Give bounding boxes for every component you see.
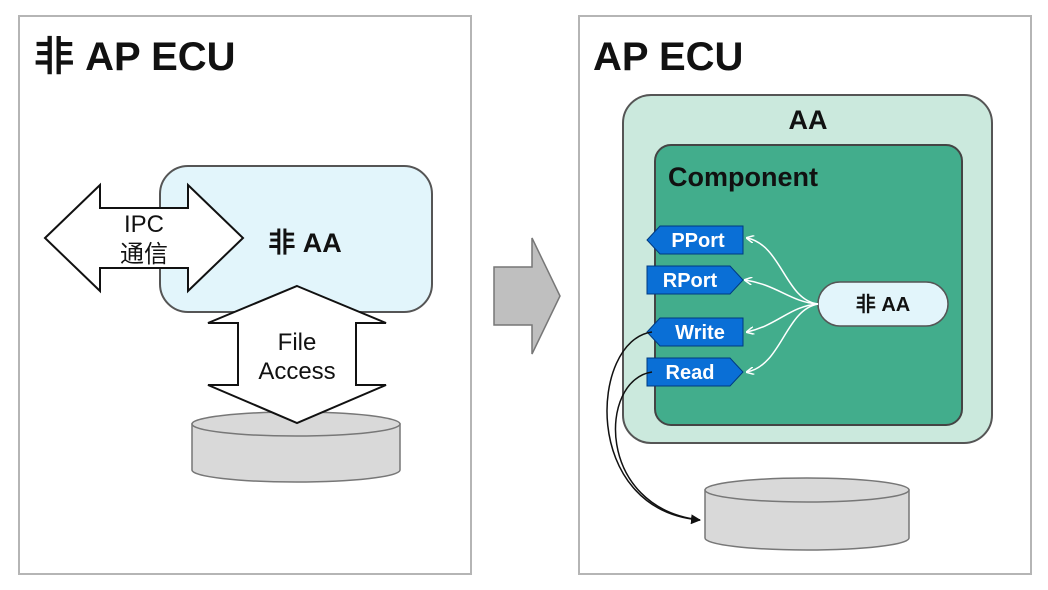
right-panel-ap-ecu: AP ECU AA Component 非 AA PPort RPort Wri… <box>578 15 1032 575</box>
non-aa-label: 非 AA <box>268 228 342 258</box>
right-panel-title: AP ECU <box>593 35 743 79</box>
connection-write <box>747 303 819 332</box>
connection-write-storage <box>606 331 701 525</box>
aa-label: AA <box>789 105 828 135</box>
connection-read <box>747 303 819 372</box>
file-access-double-arrow <box>207 284 387 425</box>
port-write: Write <box>646 317 744 347</box>
storage-cylinder-left <box>191 411 401 483</box>
port-pport: PPort <box>646 225 744 255</box>
file-access-label-line2: Access <box>258 358 335 385</box>
port-pport-label: PPort <box>671 230 725 252</box>
ipc-label-line1: IPC <box>124 211 164 238</box>
storage-cylinder-right <box>704 477 910 551</box>
non-aa-node-label: 非 AA <box>856 293 910 316</box>
connection-rport <box>745 280 819 305</box>
file-access-label-line1: File <box>278 329 317 356</box>
left-panel-non-ap-ecu: 非 AP ECU 非 AA IPC 通信 File Access <box>18 15 472 575</box>
transition-arrow <box>493 237 561 355</box>
port-rport: RPort <box>646 265 744 295</box>
port-connections <box>745 238 819 372</box>
port-rport-label: RPort <box>663 270 718 292</box>
ipc-label-line2: 通信 <box>120 241 168 268</box>
port-read: Read <box>646 357 744 387</box>
connection-read-storage <box>614 371 701 521</box>
storage-connections <box>606 331 701 525</box>
ipc-double-arrow <box>43 182 245 294</box>
component-label: Component <box>668 162 818 192</box>
connection-pport <box>747 238 819 305</box>
port-write-label: Write <box>675 322 725 344</box>
port-read-label: Read <box>666 362 715 384</box>
left-panel-title: 非 AP ECU <box>34 35 236 79</box>
